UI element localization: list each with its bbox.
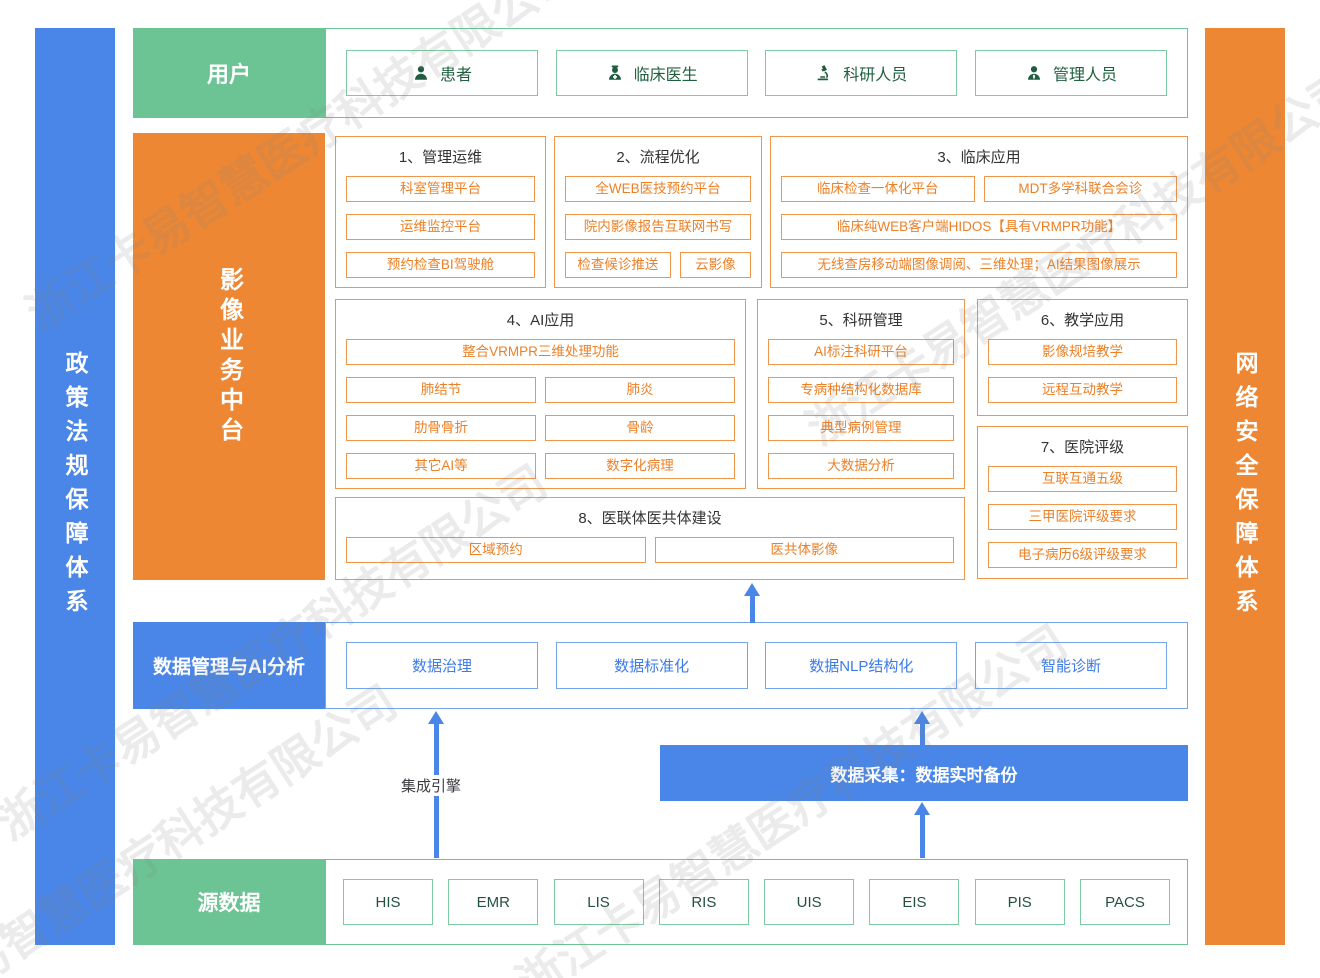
policy-regulation-bar: 政策法规保障体系 [35,28,115,945]
platform-item: AI标注科研平台 [768,339,954,365]
source-uis: UIS [764,879,855,925]
section-title: 6、教学应用 [1040,312,1125,329]
platform-item: MDT多学科联合会诊 [983,176,1177,202]
source-eis: EIS [869,879,960,925]
platform-item: 区域预约 [346,537,646,563]
section-title: 3、临床应用 [937,149,1021,166]
platform-item: 检查候诊推送 [565,252,671,278]
platform-item: 肺结节 [346,377,536,403]
platform-item: 肺炎 [545,377,735,403]
user-researcher-label: 科研人员 [843,67,908,84]
manager-icon [1025,64,1043,82]
data-mgmt-label: 数据管理与AI分析 [133,622,325,709]
user-researcher: 科研人员 [765,50,958,96]
source-pacs: PACS [1079,879,1170,925]
section-title: 1、管理运维 [398,149,483,166]
data-standardization-box: 数据标准化 [555,642,748,689]
user-clinician-label: 临床医生 [633,67,698,84]
platform-item: 运维监控平台 [346,214,535,240]
arrow-head [914,802,930,815]
source-emr: EMR [448,879,539,925]
data-nlp-box: 数据NLP结构化 [765,642,958,689]
platform-item: 专病种结构化数据库 [768,377,954,403]
arrow-head [744,583,760,596]
platform-label-block: 影像业务中台 [133,133,325,580]
section-clinical-application: 3、临床应用 临床检查一体化平台 MDT多学科联合会诊 临床纯WEB客户端HID… [770,136,1188,288]
platform-item: 预约检查BI驾驶舱 [346,252,535,278]
section-ai-application: 4、AI应用 整合VRMPR三维处理功能 肺结节 肺炎 肋骨骨折 骨龄 其它AI… [335,299,746,489]
arrow-up-to-platform [743,583,761,623]
source-his: HIS [343,879,433,925]
platform-item: 无线查房移动端图像调阅、三维处理；AI结果图像展示 [781,252,1177,278]
section-teaching-application: 6、教学应用 影像规培教学 远程互动教学 [977,299,1188,416]
section-medical-alliance: 8、医联体医共体建设 区域预约 医共体影像 [335,497,965,580]
section-title: 7、医院评级 [1040,439,1125,456]
section-title: 4、AI应用 [506,312,575,329]
platform-item: 数字化病理 [545,453,735,479]
source-lis: LIS [553,879,644,925]
section-title: 8、医联体医共体建设 [578,510,722,527]
user-patient: 患者 [346,50,538,96]
section-process-optimization: 2、流程优化 全WEB医技预约平台 院内影像报告互联网书写 检查候诊推送 云影像 [554,136,762,288]
user-manager-label: 管理人员 [1052,67,1117,84]
users-row: 患者 临床医生 科研人员 管理人员 [325,28,1188,118]
platform-item: 电子病历6级评级要求 [988,542,1177,568]
platform-item: 整合VRMPR三维处理功能 [346,339,735,365]
data-governance-box: 数据治理 [346,642,538,689]
arrow-head [914,711,930,724]
platform-item: 临床检查一体化平台 [781,176,975,202]
platform-item: 院内影像报告互联网书写 [565,214,751,240]
platform-item: 远程互动教学 [988,377,1177,403]
source-data-label: 源数据 [133,859,325,945]
arrow-collection-to-mgmt [913,711,931,745]
users-row-label: 用户 [133,28,325,118]
intelligent-diagnosis-box: 智能诊断 [974,642,1167,689]
arrow-head [428,711,444,724]
platform-item: 云影像 [679,252,751,278]
source-data-row: HIS EMR LIS RIS UIS EIS PIS PACS [325,859,1188,945]
platform-item: 三甲医院评级要求 [988,504,1177,530]
source-pis: PIS [974,879,1065,925]
section-hospital-rating: 7、医院评级 互联互通五级 三甲医院评级要求 电子病历6级评级要求 [977,426,1188,579]
user-manager: 管理人员 [974,50,1167,96]
source-ris: RIS [658,879,749,925]
platform-item: 肋骨骨折 [346,415,536,441]
microscope-icon [815,64,833,82]
data-mgmt-row: 数据治理 数据标准化 数据NLP结构化 智能诊断 [325,622,1188,709]
platform-item: 其它AI等 [346,453,536,479]
arrow-shaft [749,595,755,623]
platform-item: 医共体影像 [654,537,954,563]
section-research-management: 5、科研管理 AI标注科研平台 专病种结构化数据库 典型病例管理 大数据分析 [757,299,965,489]
data-collection-bar: 数据采集：数据实时备份 [660,745,1188,801]
user-patient-label: 患者 [439,67,472,84]
section-title: 2、流程优化 [616,149,700,166]
arrow-shaft [919,723,925,745]
platform-item: 典型病例管理 [768,415,954,441]
arrow-shaft [919,814,925,858]
integration-engine-label: 集成引擎 [398,775,465,796]
policy-regulation-label: 政策法规保障体系 [62,350,88,623]
platform-item: 影像规培教学 [988,339,1177,365]
arrow-source-to-collection [913,802,931,858]
network-security-label: 网络安全保障体系 [1232,350,1258,623]
platform-item: 互联互通五级 [988,466,1177,492]
platform-label: 影像业务中台 [215,266,243,447]
patient-icon [412,64,430,82]
section-management-ops: 1、管理运维 科室管理平台 运维监控平台 预约检查BI驾驶舱 [335,136,546,288]
doctor-icon [606,64,624,82]
platform-item: 科室管理平台 [346,176,535,202]
user-clinician: 临床医生 [555,50,748,96]
platform-item: 临床纯WEB客户端HIDOS【具有VRMPR功能】 [781,214,1177,240]
platform-item: 骨龄 [545,415,735,441]
section-title: 5、科研管理 [819,312,903,329]
platform-item: 大数据分析 [768,453,954,479]
network-security-bar: 网络安全保障体系 [1205,28,1285,945]
platform-item: 全WEB医技预约平台 [565,176,751,202]
